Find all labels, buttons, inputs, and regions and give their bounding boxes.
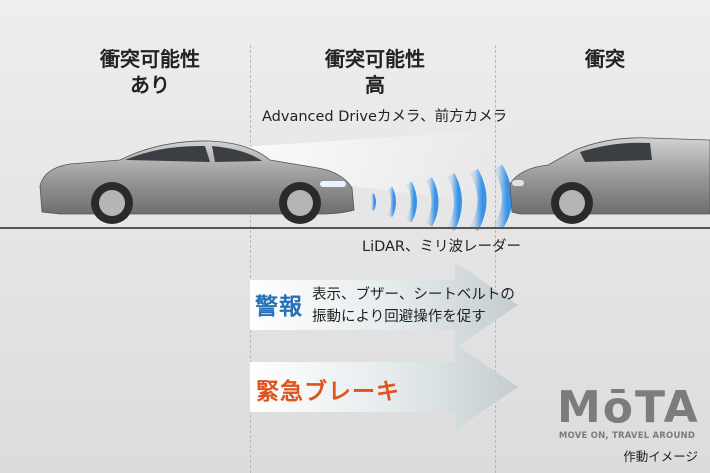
mota-logo: MōTA MOVE ON, TRAVEL AROUND [557, 382, 700, 442]
warning-description-line: 振動により回避操作を促す [312, 309, 486, 325]
phase-title: 衝突 [585, 47, 625, 71]
phase-title: 衝突可能性 [325, 47, 425, 71]
camera-label: Advanced Driveカメラ、前方カメラ [262, 109, 508, 125]
column-divider-left [250, 45, 251, 473]
phase-subtitle: 高 [365, 73, 385, 97]
camera-beam [195, 130, 500, 205]
warning-description: 表示、ブザー、シートベルトの 振動により回避操作を促す [312, 284, 515, 328]
radar-waves [370, 164, 512, 232]
braking-title: 緊急ブレーキ [256, 379, 400, 405]
ego-car [39, 140, 355, 224]
logo-wordmark: MōTA [557, 382, 700, 433]
phase-subtitle: あり [130, 73, 170, 97]
image-caption: 作動イメージ [623, 449, 698, 464]
braking-arrow [250, 344, 518, 430]
phase-header-high: 衝突可能性 高 [295, 46, 455, 98]
road-line [0, 227, 710, 229]
warning-arrow [250, 262, 518, 348]
logo-tagline: MOVE ON, TRAVEL AROUND [558, 431, 696, 441]
column-divider-right [495, 45, 496, 473]
warning-title: 警報 [255, 294, 303, 320]
phase-title: 衝突可能性 [100, 47, 200, 71]
warning-description-line: 表示、ブザー、シートベルトの [312, 287, 515, 303]
front-car [509, 137, 710, 224]
lidar-label: LiDAR、ミリ波レーダー [362, 239, 522, 255]
phase-header-collision: 衝突 [550, 46, 660, 72]
phase-header-possible: 衝突可能性 あり [70, 46, 230, 98]
